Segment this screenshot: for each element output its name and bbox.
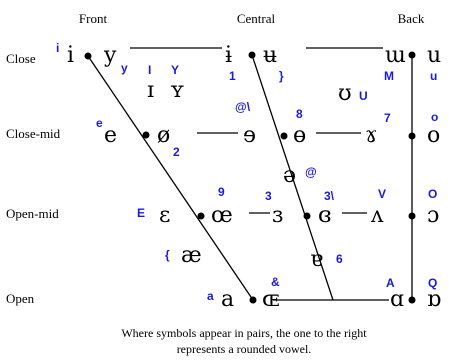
vowel-upsilon: ʊ bbox=[338, 81, 352, 106]
code-7: 7 bbox=[384, 111, 391, 125]
vowel-e: e bbox=[104, 123, 117, 148]
code-U: U bbox=[359, 89, 368, 103]
code-9: 9 bbox=[218, 185, 225, 199]
code-at: @ bbox=[305, 165, 317, 179]
vowel-script-a: ɑ bbox=[390, 287, 404, 312]
code-a: a bbox=[207, 289, 214, 303]
row-label-open: Open bbox=[6, 291, 35, 306]
code-ampersand: & bbox=[271, 275, 280, 289]
dot-close-back bbox=[408, 51, 416, 59]
header-back: Back bbox=[398, 11, 425, 26]
dot-open-back bbox=[408, 296, 416, 304]
vowel-reversed-epsilon: ɜ bbox=[272, 203, 283, 228]
vowel-barred-i: ɨ bbox=[225, 43, 232, 68]
dot-open-front bbox=[249, 296, 257, 304]
code-e: e bbox=[96, 116, 103, 130]
front-edge-line bbox=[87, 55, 254, 301]
code-Q: Q bbox=[428, 276, 437, 290]
vowel-u: u bbox=[427, 43, 441, 68]
row-label-close: Close bbox=[6, 51, 36, 66]
code-6: 6 bbox=[336, 252, 343, 266]
vowel-turned-v: ʌ bbox=[370, 203, 384, 228]
code-at-backslash: @\ bbox=[235, 100, 251, 114]
code-A: A bbox=[386, 276, 395, 290]
caption-line-2: represents a rounded vowel. bbox=[177, 342, 312, 356]
dot-close-mid-back bbox=[408, 132, 416, 140]
code-close-brace: } bbox=[279, 69, 284, 83]
code-Y: Y bbox=[171, 63, 179, 77]
vowel-turned-a: ɐ bbox=[310, 247, 323, 272]
vowel-small-cap-oe: ɶ bbox=[262, 287, 279, 312]
code-open-brace: { bbox=[165, 248, 170, 262]
code-M: M bbox=[384, 69, 394, 83]
code-I: I bbox=[148, 63, 151, 77]
vowel-small-cap-y: ʏ bbox=[170, 78, 184, 103]
code-2: 2 bbox=[173, 145, 180, 159]
vowel-o-slash: ø bbox=[157, 123, 170, 148]
vowel-oe-ligature: œ bbox=[211, 203, 233, 228]
vowel-reversed-e: ɘ bbox=[243, 123, 256, 148]
code-1: 1 bbox=[229, 69, 236, 83]
code-i: i bbox=[56, 41, 59, 55]
code-o: o bbox=[431, 110, 438, 124]
vowel-closed-reversed-epsilon: ɞ bbox=[318, 203, 332, 228]
code-y: y bbox=[121, 61, 128, 75]
vowel-ash: æ bbox=[181, 243, 202, 268]
dot-close-mid-central bbox=[280, 132, 288, 140]
vowel-i: i bbox=[67, 43, 74, 68]
dot-close-front bbox=[84, 52, 92, 60]
header-central: Central bbox=[237, 11, 276, 26]
dot-open-mid-front bbox=[197, 212, 205, 220]
row-label-open-mid: Open-mid bbox=[6, 206, 59, 221]
code-3-backslash: 3\ bbox=[324, 189, 335, 203]
dot-close-mid-front bbox=[142, 131, 150, 139]
vowel-epsilon: ɛ bbox=[159, 203, 170, 228]
code-V: V bbox=[378, 187, 386, 201]
header-front: Front bbox=[79, 11, 108, 26]
vowel-barred-o: ɵ bbox=[293, 123, 306, 148]
vowel-open-o: ɔ bbox=[427, 203, 439, 228]
vowel-y: y bbox=[103, 43, 117, 68]
dot-open-mid-back bbox=[408, 212, 416, 220]
vowel-turned-script-a: ɒ bbox=[427, 287, 441, 312]
vowel-o: o bbox=[427, 123, 440, 148]
central-line bbox=[251, 54, 334, 301]
code-3: 3 bbox=[265, 189, 272, 203]
code-E: E bbox=[137, 206, 145, 220]
code-8: 8 bbox=[296, 107, 303, 121]
vowel-turned-m: ɯ bbox=[385, 43, 406, 68]
vowel-rams-horn: ɤ bbox=[365, 123, 377, 148]
vowel-schwa: ə bbox=[283, 163, 296, 188]
vowel-small-cap-i: ɪ bbox=[147, 78, 154, 103]
vowel-a: a bbox=[221, 287, 234, 312]
code-O: O bbox=[428, 187, 437, 201]
code-u: u bbox=[430, 69, 437, 83]
row-label-close-mid: Close-mid bbox=[6, 126, 61, 141]
dot-open-mid-central bbox=[303, 212, 311, 220]
vowel-barred-u: ʉ bbox=[263, 43, 277, 68]
dot-close-central bbox=[248, 51, 256, 59]
caption-line-1: Where symbols appear in pairs, the one t… bbox=[121, 326, 367, 340]
